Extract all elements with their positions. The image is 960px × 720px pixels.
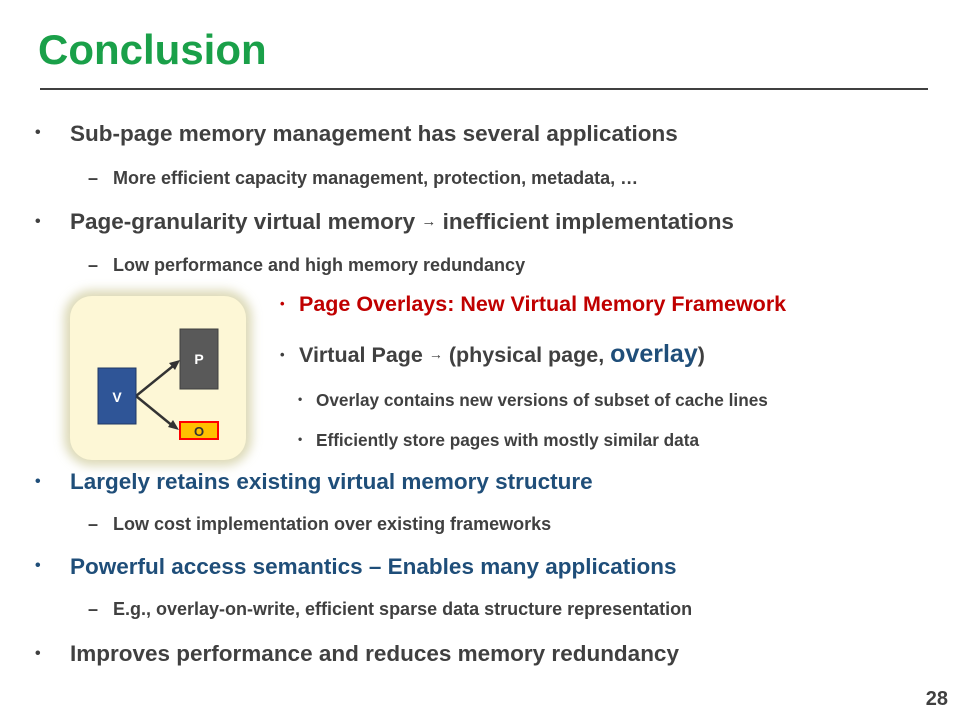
bullet-dot: • xyxy=(298,392,303,406)
bullet-dot: • xyxy=(35,645,41,662)
v-to-o-arrow xyxy=(135,395,175,428)
sub-bullet-efficiently-store: Efficiently store pages with mostly simi… xyxy=(316,430,700,450)
page-number: 28 xyxy=(925,688,948,710)
bullet-page-granularity-post: inefficient implementations xyxy=(442,209,734,234)
bullet-retains-structure: Largely retains existing virtual memory … xyxy=(70,469,593,494)
v-to-o-arrowhead xyxy=(168,420,179,430)
dash-marker: – xyxy=(88,599,99,619)
dash-marker: – xyxy=(88,255,99,275)
p-label: P xyxy=(194,351,203,367)
page-overlays-heading: Page Overlays: New Virtual Memory Framew… xyxy=(299,292,787,316)
right-arrow-icon: → xyxy=(421,213,437,230)
v-to-p-arrowhead xyxy=(169,360,180,370)
sub-bullet-overlay-contains: Overlay contains new versions of subset … xyxy=(316,390,768,410)
bullet-sub-page-applications: Sub-page memory management has several a… xyxy=(70,121,678,146)
virtual-page-box xyxy=(97,367,137,425)
sub-bullet-low-cost: Low cost implementation over existing fr… xyxy=(113,514,552,534)
bullet-dot: • xyxy=(35,124,41,141)
virtual-page-end: ) xyxy=(697,343,705,367)
bullet-dot: • xyxy=(280,296,285,311)
sub-bullet-overlay-on-write: E.g., overlay-on-write, efficient sparse… xyxy=(113,599,693,619)
bullet-page-granularity: Page-granularity virtual memory → ineffi… xyxy=(70,209,734,235)
virtual-page-pre: Virtual Page xyxy=(299,343,423,367)
physical-page-box xyxy=(179,328,219,390)
o-label: O xyxy=(194,424,204,439)
dash-marker: – xyxy=(88,514,99,534)
virtual-page-mid: (physical page, xyxy=(448,343,611,367)
overlay-word: overlay xyxy=(610,340,698,368)
virtual-page-mapping: Virtual Page → (physical page, overlay) xyxy=(299,340,705,369)
overlay-diagram: V P O xyxy=(97,328,219,440)
bullet-dot: • xyxy=(35,557,41,574)
title-divider xyxy=(40,88,928,90)
sub-bullet-low-performance: Low performance and high memory redundan… xyxy=(113,255,526,275)
bullet-page-granularity-pre: Page-granularity virtual memory xyxy=(70,209,416,234)
bullet-improves-performance: Improves performance and reduces memory … xyxy=(70,641,679,666)
bullet-dot: • xyxy=(35,473,41,490)
overlay-box xyxy=(179,421,219,440)
dash-marker: – xyxy=(88,168,99,188)
page-title: Conclusion xyxy=(38,26,267,73)
right-arrow-icon: → xyxy=(428,346,443,362)
bullet-dot: • xyxy=(280,347,285,362)
v-to-p-arrow xyxy=(135,361,179,397)
sub-bullet-capacity: More efficient capacity management, prot… xyxy=(113,168,639,188)
v-label: V xyxy=(112,389,122,405)
bullet-dot: • xyxy=(298,432,303,446)
bullet-powerful-semantics: Powerful access semantics – Enables many… xyxy=(70,554,677,579)
bullet-dot: • xyxy=(35,213,41,230)
